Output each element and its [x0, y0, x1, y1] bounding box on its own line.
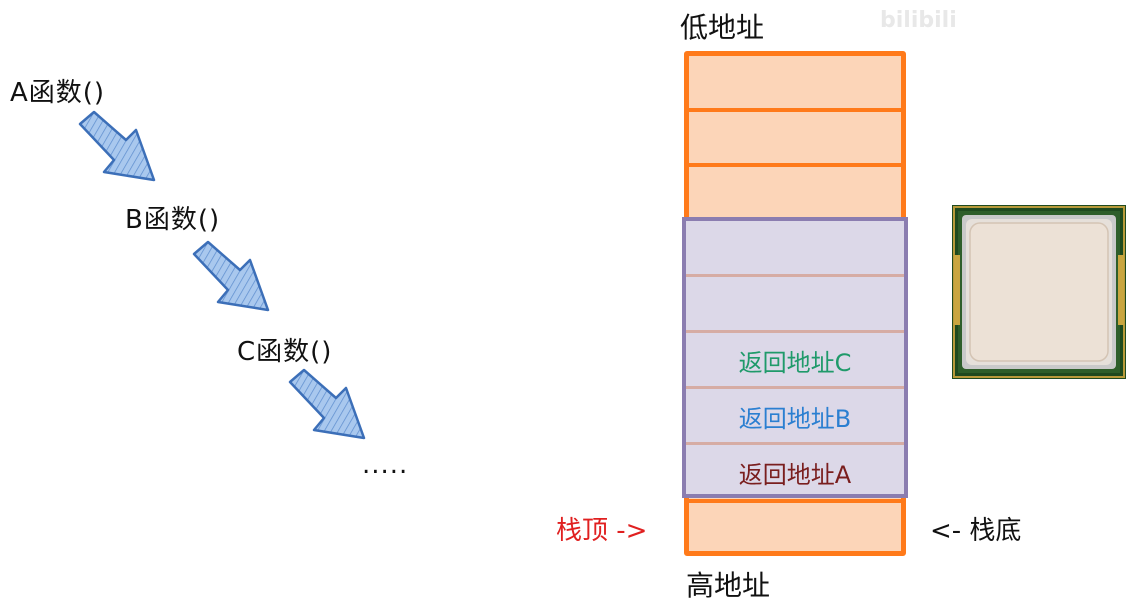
- stack-frame-region: 返回地址C 返回地址B 返回地址A: [682, 217, 908, 498]
- frame-divider: [686, 386, 904, 389]
- function-b-label: B函数(): [125, 199, 220, 236]
- low-address-label: 低地址: [680, 6, 764, 46]
- stack-top-pointer: 栈顶 ->: [556, 510, 647, 547]
- frame-divider: [686, 274, 904, 277]
- stack-divider: [689, 499, 901, 503]
- return-address-a: 返回地址A: [686, 455, 904, 490]
- function-a-label: A函数(): [10, 72, 105, 109]
- return-address-c: 返回地址C: [686, 343, 904, 378]
- down-right-arrow-icon: [188, 240, 278, 312]
- frame-divider: [686, 442, 904, 445]
- stack-divider: [689, 163, 901, 167]
- stack-bottom-pointer: <- 栈底: [930, 510, 1021, 547]
- stack-divider: [689, 108, 901, 112]
- return-address-b: 返回地址B: [686, 399, 904, 434]
- function-c-label: C函数(): [237, 331, 332, 368]
- down-right-arrow-icon: [74, 110, 164, 182]
- ellipsis-label: .....: [362, 450, 408, 480]
- watermark-logo: bilibili: [880, 8, 957, 33]
- cpu-icon: [952, 205, 1126, 379]
- frame-divider: [686, 330, 904, 333]
- down-right-arrow-icon: [284, 368, 374, 440]
- high-address-label: 高地址: [686, 564, 770, 604]
